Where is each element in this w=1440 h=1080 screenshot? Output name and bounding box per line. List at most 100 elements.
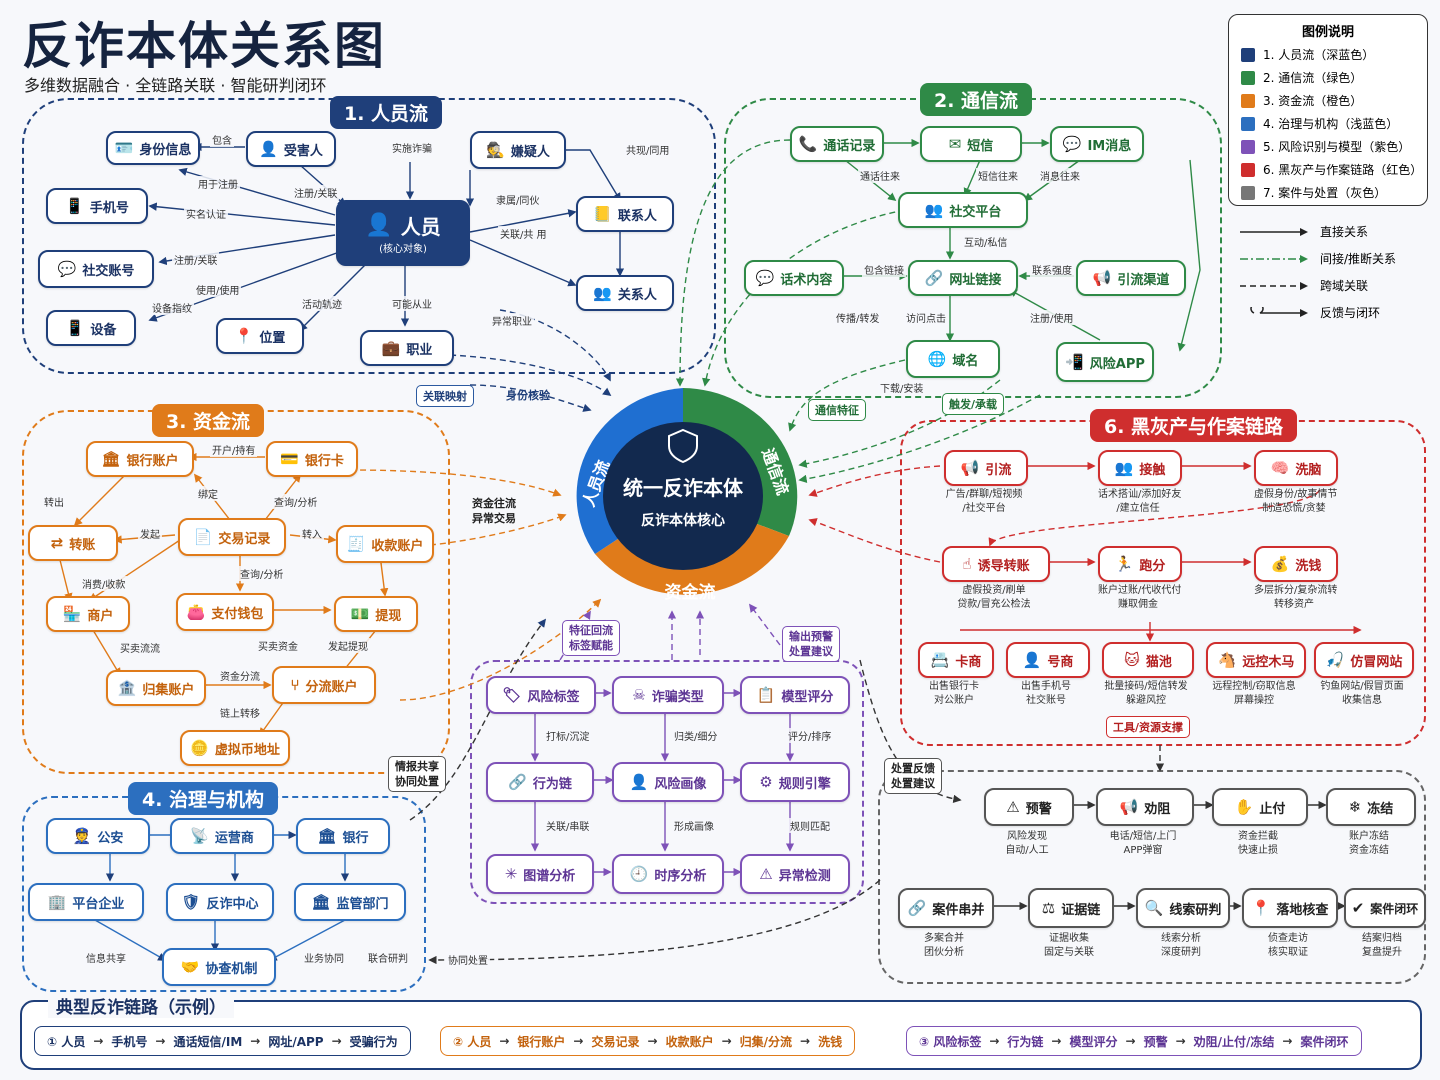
shield-icon: 🛡 [181, 892, 201, 911]
chain-step: ② 人员 [453, 1034, 492, 1049]
label-buy2: 买卖资金 [256, 638, 300, 653]
node-url[interactable]: 🔗网址链接 [908, 260, 1018, 296]
legend-box: 图例说明 1. 人员流（深蓝色）2. 通信流（绿色）3. 资金流（橙色）4. 治… [1228, 14, 1428, 206]
node-gov-platform[interactable]: 🏢平台企业 [28, 883, 144, 921]
node-tag[interactable]: 🏷风险标签 [486, 676, 596, 714]
tag-verify: 身份核验 [506, 389, 550, 402]
device-icon: 📱 [65, 318, 85, 337]
node-phone-label: 手机号 [89, 200, 129, 216]
node-sms[interactable]: ✉短信 [920, 126, 1022, 162]
label-contain: 包含 [210, 132, 234, 147]
node-evidence[interactable]: ⚖证据链 [1028, 888, 1114, 928]
node-regulator[interactable]: 🏛监管部门 [294, 883, 406, 921]
node-id-info[interactable]: 🪪身份信息 [106, 131, 200, 165]
node-stop[interactable]: ✋止付 [1212, 788, 1308, 826]
antenna-icon: 📡 [190, 826, 209, 845]
node-score-label: 模型评分 [781, 689, 834, 705]
node-coord[interactable]: 🤝协查机制 [162, 948, 276, 986]
node-suspect[interactable]: 🕵嫌疑人 [470, 131, 566, 169]
node-txn[interactable]: 📄交易记录 [178, 518, 286, 556]
node-collect[interactable]: 🏦归集账户 [106, 670, 206, 706]
node-wallet[interactable]: 👛支付钱包 [176, 593, 274, 631]
node-im[interactable]: 💬IM消息 [1050, 126, 1144, 162]
label-spread: 传播/转发 [834, 310, 882, 325]
node-card[interactable]: 📇卡商 [918, 642, 994, 678]
node-lure[interactable]: 📢引流 [944, 450, 1028, 486]
node-brain[interactable]: 🧠洗脑 [1254, 450, 1338, 486]
user-icon: 👤 [365, 212, 393, 238]
node-channel[interactable]: 📢引流渠道 [1076, 260, 1186, 296]
node-call[interactable]: 📞通话记录 [790, 126, 884, 162]
node-graph[interactable]: ✳图谱分析 [486, 854, 594, 894]
node-crypto[interactable]: 🪙虚拟币地址 [180, 730, 290, 766]
node-dissuade[interactable]: 📢劝阻 [1096, 788, 1194, 826]
node-ts[interactable]: 🕘时序分析 [612, 854, 724, 894]
node-job[interactable]: 💼职业 [360, 330, 454, 366]
node-police[interactable]: 👮公安 [46, 818, 150, 854]
node-transfer[interactable]: ⇄转账 [28, 525, 118, 561]
node-anom[interactable]: ⚠异常检测 [740, 854, 850, 894]
node-center[interactable]: 🛡反诈中心 [166, 883, 274, 921]
node-profile[interactable]: 👤风险画像 [612, 762, 724, 802]
chain-step: 归集/分流 [739, 1034, 793, 1049]
node-cat[interactable]: 🐱猫池 [1102, 642, 1194, 678]
tag-icon: 🏷 [502, 685, 522, 704]
chain-title: 典型反诈链路（示例） [48, 993, 234, 1018]
label-coop: 协同处置 [446, 952, 490, 967]
node-profile-label: 风险画像 [654, 776, 707, 792]
node-type[interactable]: ☠诈骗类型 [612, 676, 724, 714]
node-platform[interactable]: 👥社交平台 [898, 192, 1028, 228]
node-induce[interactable]: ☝诱导转账 [942, 546, 1050, 582]
node-operator-label: 运营商 [214, 830, 254, 846]
node-script[interactable]: 💬话术内容 [744, 260, 844, 296]
node-device[interactable]: 📱设备 [46, 310, 136, 346]
chain-step: ③ 风险标签 [919, 1034, 982, 1049]
node-launder[interactable]: 💰洗钱 [1254, 546, 1338, 582]
node-merchant[interactable]: 🏪商户 [46, 596, 130, 632]
chain-step: 行为链 [1007, 1034, 1044, 1049]
node-domain[interactable]: 🌐域名 [906, 340, 1000, 378]
sub-run: 账户过账/代收代付 赚取佣金 [1098, 585, 1182, 610]
node-withdraw[interactable]: 💵提现 [334, 596, 418, 632]
node-split[interactable]: ⑂分流账户 [272, 666, 376, 704]
node-job-label: 职业 [406, 342, 433, 358]
node-num[interactable]: 👤号商 [1006, 642, 1090, 678]
node-recv[interactable]: 🧾收款账户 [336, 525, 434, 563]
node-relation[interactable]: 👥关系人 [576, 275, 674, 311]
label-buy: 买卖流流 [118, 640, 162, 655]
sub-dissuade: 电话/短信/上门 APP弹窗 [1109, 831, 1177, 856]
node-phone[interactable]: 📱手机号 [46, 188, 148, 224]
node-person-center[interactable]: 👤人员 (核心对象) [336, 200, 470, 266]
node-run[interactable]: 🏃跑分 [1098, 546, 1182, 582]
node-close[interactable]: ✔案件闭环 [1344, 888, 1426, 928]
node-location[interactable]: 📍位置 [216, 318, 304, 354]
node-bank-card[interactable]: 💳银行卡 [266, 441, 358, 477]
node-rat[interactable]: 🐴远控木马 [1206, 642, 1306, 678]
legend-item-label: 3. 资金流（橙色） [1263, 94, 1363, 108]
chain-icon: 🔗 [508, 772, 527, 791]
chain-step: 网址/APP [268, 1034, 324, 1049]
node-bank-acct[interactable]: 🏛银行账户 [86, 441, 194, 477]
node-social[interactable]: 💬社交账号 [38, 250, 154, 288]
node-contact-b[interactable]: 👥接触 [1098, 450, 1182, 486]
node-app[interactable]: 📲风险APP [1056, 342, 1154, 382]
node-verify[interactable]: 📍落地核查 [1242, 888, 1338, 928]
receipt-icon: 🧾 [346, 534, 366, 553]
node-operator[interactable]: 📡 运营商 [170, 818, 274, 854]
node-bank[interactable]: 🏛银行 [296, 818, 390, 854]
label-abn-job: 异常职业 [490, 313, 534, 328]
node-victim[interactable]: 👤受害人 [246, 131, 336, 167]
snowflake-icon: ❄ [1348, 797, 1362, 816]
node-freeze[interactable]: ❄冻结 [1326, 788, 1416, 826]
node-clue[interactable]: 🔍线索研判 [1136, 888, 1230, 928]
label-act-track: 活动轨迹 [300, 296, 344, 311]
node-series[interactable]: 🔗案件串并 [898, 888, 994, 928]
node-rule[interactable]: ⚙规则引擎 [740, 762, 850, 802]
node-score[interactable]: 📋模型评分 [740, 676, 850, 714]
node-fake[interactable]: 🎣仿冒网站 [1314, 642, 1414, 678]
node-contact[interactable]: 📒联系人 [576, 196, 674, 232]
warning-icon: ⚠ [759, 864, 773, 883]
node-warn[interactable]: ⚠预警 [984, 788, 1074, 826]
node-chain[interactable]: 🔗行为链 [486, 762, 594, 802]
label-rel-co: 关联/共 用 [498, 226, 549, 241]
